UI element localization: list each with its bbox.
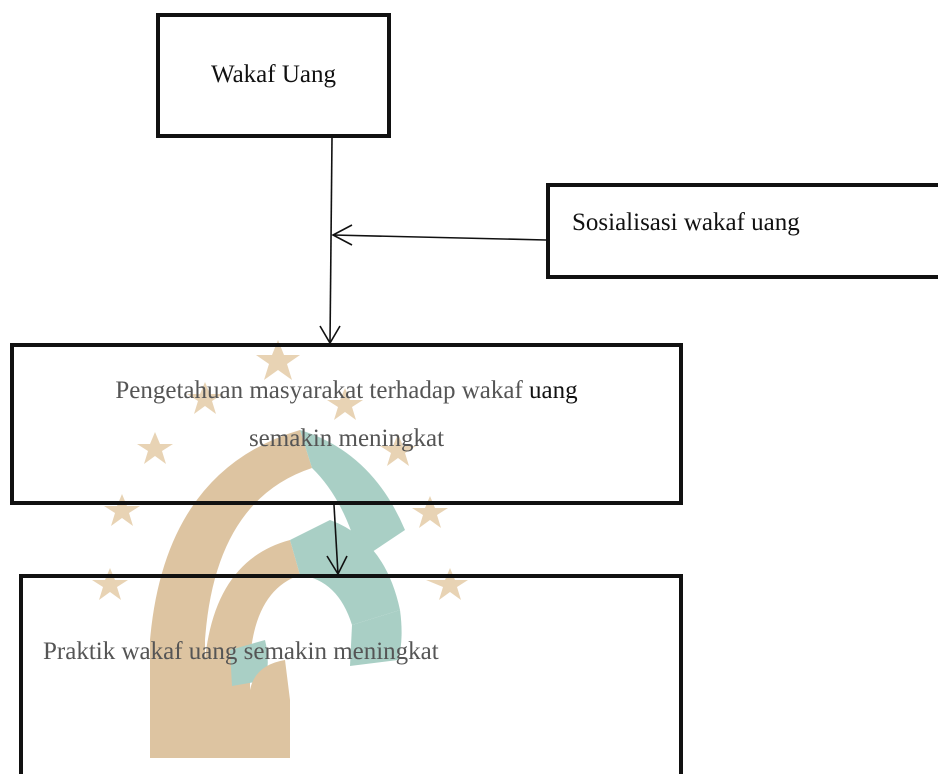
watermark-arcs: [150, 430, 405, 758]
praktik-box: Praktik wakaf uang semakin meningkat: [19, 574, 683, 774]
sosialisasi-box: Sosialisasi wakaf uang: [546, 183, 938, 279]
star-icon: [426, 568, 468, 600]
pengetahuan-label-line2: semakin meningkat: [248, 425, 445, 452]
arc-tan-outer: [150, 430, 312, 758]
pengetahuan-box: Pengetahuan masyarakat terhadap wakaf ua…: [10, 343, 683, 505]
star-icon: [256, 340, 300, 380]
praktik-label: Praktik wakaf uang semakin meningkat: [43, 638, 439, 665]
pengetahuan-label-line1-end: uang: [529, 377, 578, 404]
arc-tan-inner: [250, 660, 290, 758]
star-icon: [327, 388, 363, 420]
pengetahuan-label-line1-start: Pengetahuan masyarakat terhadap wakaf: [115, 377, 530, 404]
star-icon: [187, 382, 223, 414]
star-icon: [137, 432, 173, 464]
pengetahuan-label: Pengetahuan masyarakat terhadap wakaf ua…: [14, 367, 679, 463]
arc-tan-middle: [205, 540, 300, 758]
sosialisasi-label: Sosialisasi wakaf uang: [572, 209, 800, 236]
watermark-logo: [92, 340, 468, 758]
star-icon: [380, 434, 416, 466]
wakaf-uang-label: Wakaf Uang: [210, 61, 336, 88]
star-icon: [92, 568, 128, 600]
arc-teal-lower: [350, 610, 402, 666]
arc-teal-outer: [300, 430, 405, 560]
wakaf-uang-box: Wakaf Uang: [156, 13, 391, 138]
star-icon: [104, 494, 140, 526]
watermark-stars: [92, 340, 468, 600]
star-icon: [412, 496, 448, 528]
